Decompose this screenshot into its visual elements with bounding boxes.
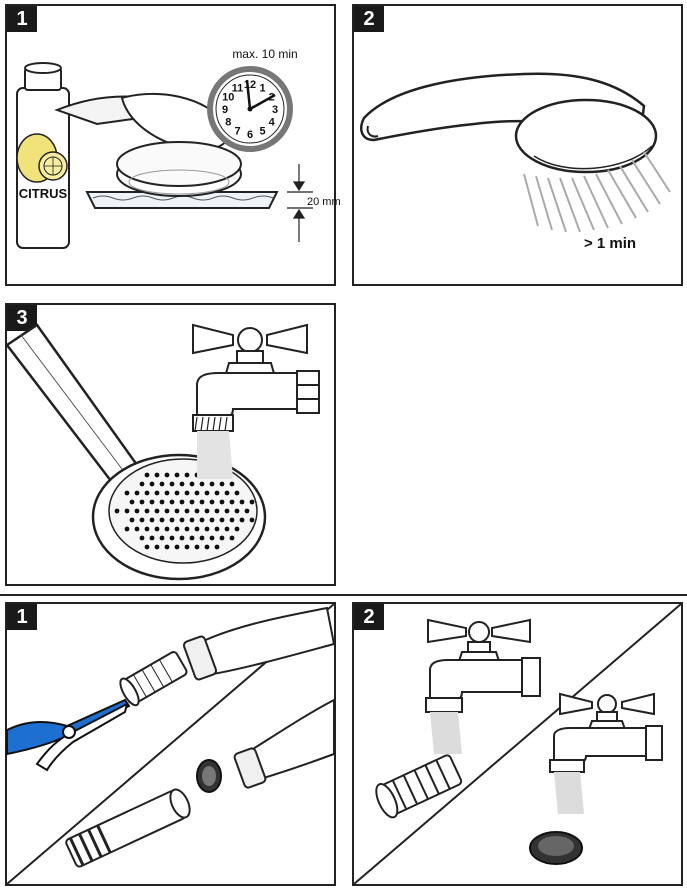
- timer-limit-label: max. 10 min: [232, 47, 297, 61]
- clock-number: 6: [247, 129, 253, 141]
- filter-insert-icon: [375, 754, 463, 819]
- spray-holes: [114, 472, 255, 550]
- rinse-illustration: > 1 min: [360, 72, 671, 252]
- water-spray: [523, 151, 671, 233]
- faucet-icon: [425, 618, 541, 713]
- rinse-duration-label: > 1 min: [584, 235, 636, 252]
- faucet-icon: [192, 323, 320, 432]
- depth-indicator: [287, 164, 313, 242]
- citrus-label: CITRUS: [19, 186, 68, 201]
- step-number-badge: 2: [354, 604, 384, 630]
- step-panel-1-remove-filter: 1: [5, 602, 336, 886]
- hose-connector-icon: [65, 788, 191, 868]
- clock-number: 11: [232, 82, 244, 94]
- section-divider: [0, 594, 687, 596]
- clock-number: 8: [225, 117, 231, 129]
- step-panel-1-descale: 1 CITRUS max. 10 min 1212345678910: [5, 4, 341, 286]
- clock-number: 10: [222, 92, 234, 104]
- shower-head-icon: [514, 98, 658, 174]
- step-panel-2-rinse: 2 > 1 min: [352, 4, 683, 286]
- water-stream: [197, 431, 233, 479]
- remove-filter-illustration: [6, 603, 336, 885]
- faucet-icon: [549, 692, 663, 773]
- clock-number: 3: [272, 104, 278, 116]
- descale-illustration: CITRUS max. 10 min 121234567891011: [16, 47, 341, 249]
- step-panel-2-clean-filter: 2: [352, 602, 683, 886]
- clock-number: 4: [269, 117, 276, 129]
- clock-number: 9: [222, 104, 228, 116]
- step-number-badge: 3: [7, 305, 37, 331]
- clock-number: 5: [259, 126, 265, 138]
- pliers-icon: [6, 698, 131, 772]
- clock-icon: 121234567891011: [207, 66, 293, 152]
- clock-number: 12: [244, 79, 256, 91]
- citrus-bottle: [16, 62, 70, 249]
- flush-head-illustration: [5, 323, 320, 581]
- step-number-badge: 1: [7, 6, 37, 32]
- clock-number: 1: [259, 82, 265, 94]
- depth-label: 20 mm: [307, 196, 341, 208]
- clean-filter-illustration: [353, 603, 682, 885]
- clock-number: 7: [234, 126, 240, 138]
- step-number-badge: 1: [7, 604, 37, 630]
- step-number-badge: 2: [354, 6, 384, 32]
- filter-insert-icon: [119, 651, 188, 707]
- step-panel-3-flush-head: 3: [5, 303, 336, 586]
